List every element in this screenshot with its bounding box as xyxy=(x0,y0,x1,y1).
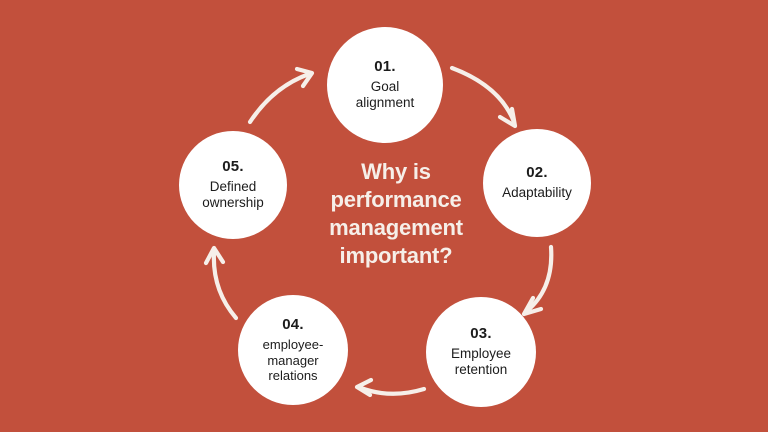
node-label-line-2: manager xyxy=(267,352,319,368)
node-number: 05. xyxy=(222,158,244,176)
node-number: 02. xyxy=(526,164,548,182)
arrow-05-to-01 xyxy=(247,66,315,125)
center-title-line-1: Why is xyxy=(361,159,431,184)
node-label: Defined ownership xyxy=(194,179,272,212)
node-defined-ownership[interactable]: 05. Defined ownership xyxy=(179,131,287,239)
arrow-02-to-03 xyxy=(521,244,554,317)
center-title: Why is performance management important? xyxy=(310,158,482,271)
node-label-line-3: relations xyxy=(268,368,318,384)
node-employee-manager-relations[interactable]: 04. employee- manager relations xyxy=(238,295,348,405)
node-label: employee- manager relations xyxy=(258,337,329,384)
node-label: Employee retention xyxy=(443,346,519,379)
node-label-line-2: alignment xyxy=(355,95,415,111)
node-employee-retention[interactable]: 03. Employee retention xyxy=(426,297,536,407)
arrow-03-to-04 xyxy=(354,377,427,398)
node-adaptability[interactable]: 02. Adaptability xyxy=(483,129,591,237)
node-label: Goal alignment xyxy=(348,79,423,112)
node-label-line-1: Defined xyxy=(209,178,257,194)
node-label-line-1: Employee xyxy=(450,345,512,361)
center-title-line-4: important? xyxy=(339,243,453,269)
node-label: Adaptability xyxy=(494,185,580,201)
node-goal-alignment[interactable]: 01. Goal alignment xyxy=(327,27,443,143)
node-label-line-2: retention xyxy=(454,362,508,378)
node-number: 01. xyxy=(374,58,396,76)
node-label-line-1: Goal xyxy=(370,78,400,94)
node-number: 03. xyxy=(470,325,492,343)
node-number: 04. xyxy=(282,316,304,334)
center-title-line-2: performance xyxy=(330,187,462,213)
arrow-04-to-05 xyxy=(203,245,239,321)
node-label-line-1: Adaptability xyxy=(502,185,572,201)
center-title-line-3: management xyxy=(329,215,463,241)
arrow-01-to-02 xyxy=(449,65,518,129)
node-label-line-1: employee- xyxy=(262,336,324,352)
node-label-line-2: ownership xyxy=(202,195,264,211)
